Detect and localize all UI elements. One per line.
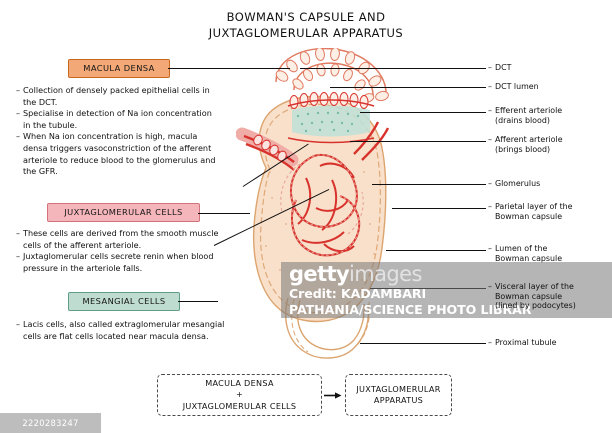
leader-dash-icon: –: [488, 244, 492, 253]
list-item: – Collection of densely packed epithelia…: [16, 85, 221, 108]
flow-left-line-1: MACULA DENSA: [205, 377, 274, 388]
leader-dash-icon: –: [488, 63, 492, 72]
getty-watermark: gettyimages Credit: KADAMBARI PATHANIA/S…: [281, 262, 612, 318]
leader-dash-icon: –: [488, 282, 492, 291]
page-title: BOWMAN'S CAPSULE AND JUXTAGLOMERULAR APP…: [0, 10, 612, 41]
mesangial-cell-field: [292, 105, 370, 137]
macula-densa-cells: [289, 92, 369, 109]
bullet-text: Collection of densely packed epithelial …: [23, 85, 210, 107]
title-line-2: JUXTAGLOMERULAR APPARATUS: [208, 25, 404, 40]
bullet-list-macula-densa: – Collection of densely packed epithelia…: [16, 85, 221, 178]
getty-logo: gettyimages: [289, 262, 422, 286]
credit-line-2: PATHANIA/SCIENCE PHOTO LIBRAR: [289, 301, 532, 317]
juxtaglomerular-cells: [253, 134, 287, 162]
leader-line-macula-densa: [168, 68, 290, 69]
leader-line-juxtaglomerular-cells: [198, 213, 250, 214]
getty-logo-bold: getty: [289, 262, 350, 286]
leader-dash-icon: –: [488, 135, 492, 144]
leader-line-mesangial-cells: [178, 301, 218, 302]
flow-box-output: JUXTAGLOMERULAR APPARATUS: [345, 374, 452, 416]
callout-chip-juxtaglomerular-cells[interactable]: JUXTAGLOMERULAR CELLS: [47, 203, 200, 222]
arrow-right-icon: [324, 392, 342, 399]
leader-dash-icon: –: [488, 179, 492, 188]
image-id-tag: 2220283247: [0, 413, 101, 433]
dct-lumen-cells: [292, 63, 375, 103]
label-parietal-layer: –Parietal layer of the Bowman capsule: [488, 202, 573, 221]
leader-line-dct-lumen: [330, 87, 486, 88]
leader-line-proximal-tubule: [360, 343, 486, 344]
bullet-text: Specialise in detection of Na ion concen…: [23, 108, 212, 130]
flow-right-line-2: APPARATUS: [373, 395, 424, 405]
leader-line-lumen-bowman-capsule: [386, 250, 486, 251]
bullet-text: These cells are derived from the smooth …: [23, 228, 219, 250]
leader-line-dct: [300, 68, 486, 69]
visceral-layer-podocytes: [280, 163, 364, 235]
label-lumen-bowman-capsule: –Lumen of the Bowman capsule: [488, 244, 563, 263]
credit-line-1: Credit: KADAMBARI: [289, 286, 427, 301]
list-item: – Specialise in detection of Na ion conc…: [16, 108, 221, 131]
leader-line-glomerulus: [372, 184, 486, 185]
label-visceral-layer: –Visceral layer of the Bowman capsule (l…: [488, 282, 576, 311]
getty-logo-light: images: [349, 262, 422, 286]
leader-line-parietal-layer: [392, 208, 486, 209]
bullet-text: Lacis cells, also called extraglomerular…: [23, 319, 225, 341]
leader-dash-icon: –: [488, 82, 492, 91]
bullet-list-juxtaglomerular-cells: – These cells are derived from the smoot…: [16, 228, 221, 274]
bullet-text: When Na ion concentration is high, macul…: [23, 131, 216, 177]
list-item: – These cells are derived from the smoot…: [16, 228, 221, 251]
dct-epithelial-cells: [275, 48, 389, 102]
leader-dash-icon: –: [488, 106, 492, 115]
glomerular-capillary-beads: [290, 154, 360, 256]
leader-line-afferent-arteriole: [350, 141, 486, 142]
flow-left-line-3: JUXTAGLOMERULAR CELLS: [182, 400, 297, 411]
leader-dash-icon: –: [488, 338, 492, 347]
callout-chip-macula-densa[interactable]: MACULA DENSA: [68, 59, 170, 78]
leader-dash-icon: –: [488, 202, 492, 211]
label-glomerulus: –Glomerulus: [488, 179, 541, 188]
label-dct-lumen: –DCT lumen: [488, 82, 539, 91]
list-item: – Juxtaglomerular cells secrete renin wh…: [16, 251, 221, 274]
parietal-layer: [259, 103, 381, 314]
title-line-1: BOWMAN'S CAPSULE AND: [226, 10, 386, 24]
label-dct: –DCT: [488, 63, 512, 72]
label-efferent-arteriole: –Efferent arteriole (drains blood): [488, 106, 563, 125]
label-afferent-arteriole: –Afferent arteriole (brings blood): [488, 135, 563, 154]
leader-line-efferent-arteriole: [360, 112, 486, 113]
bullet-text: Juxtaglomerular cells secrete renin when…: [23, 251, 214, 273]
flow-box-inputs: MACULA DENSA + JUXTAGLOMERULAR CELLS: [157, 374, 322, 416]
flow-left-plus: +: [235, 389, 244, 400]
callout-chip-mesangial-cells[interactable]: MESANGIAL CELLS: [68, 292, 180, 311]
list-item: – When Na ion concentration is high, mac…: [16, 131, 221, 177]
watermark-credit: Credit: KADAMBARI PATHANIA/SCIENCE PHOTO…: [289, 286, 612, 317]
label-proximal-tubule: –Proximal tubule: [488, 338, 557, 347]
list-item: – Lacis cells, also called extraglomerul…: [16, 319, 232, 342]
bullet-list-mesangial-cells: – Lacis cells, also called extraglomerul…: [16, 319, 232, 342]
flow-right-line-1: JUXTAGLOMERULAR: [356, 383, 441, 394]
